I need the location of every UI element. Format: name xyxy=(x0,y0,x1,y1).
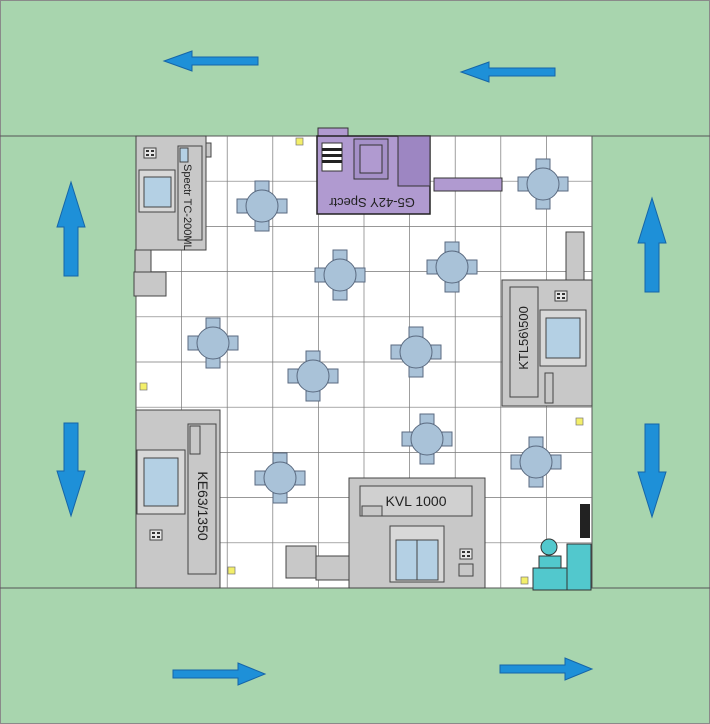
machine-spectr-tc: Spectr TC-200ML xyxy=(133,135,212,297)
machine-g5-42y: G5-42Y Spectr xyxy=(316,127,503,215)
label-ktl: KTL56\500 xyxy=(516,306,531,370)
arrow-bottom-right-icon xyxy=(499,657,594,681)
machine-ke63: KE63/1350 xyxy=(135,409,221,589)
arrow-top-left-icon xyxy=(162,50,259,72)
label-spectr-tc: Spectr TC-200ML xyxy=(181,164,193,251)
keypad-icon xyxy=(459,548,473,560)
arrow-left-up-icon xyxy=(56,180,86,277)
keypad-icon xyxy=(149,529,163,541)
label-g5-42y: G5-42Y Spectr xyxy=(328,195,414,210)
arrow-top-right-icon xyxy=(459,61,556,83)
arrow-bottom-left-icon xyxy=(172,662,267,686)
yellow-markers xyxy=(139,137,584,585)
arrow-right-up-icon xyxy=(637,196,667,293)
machine-kvl: KVL 1000 xyxy=(285,477,486,589)
teal-equipment xyxy=(532,504,592,591)
keypad-icon xyxy=(143,147,157,159)
machine-ktl: KTL56\500 xyxy=(501,231,593,407)
arrow-right-down-icon xyxy=(637,423,667,519)
label-ke63: KE63/1350 xyxy=(195,471,211,540)
traffic-arrows xyxy=(56,50,667,686)
keypad-icon xyxy=(554,290,568,302)
label-kvl: KVL 1000 xyxy=(386,493,447,509)
arrow-left-down-icon xyxy=(56,422,86,518)
